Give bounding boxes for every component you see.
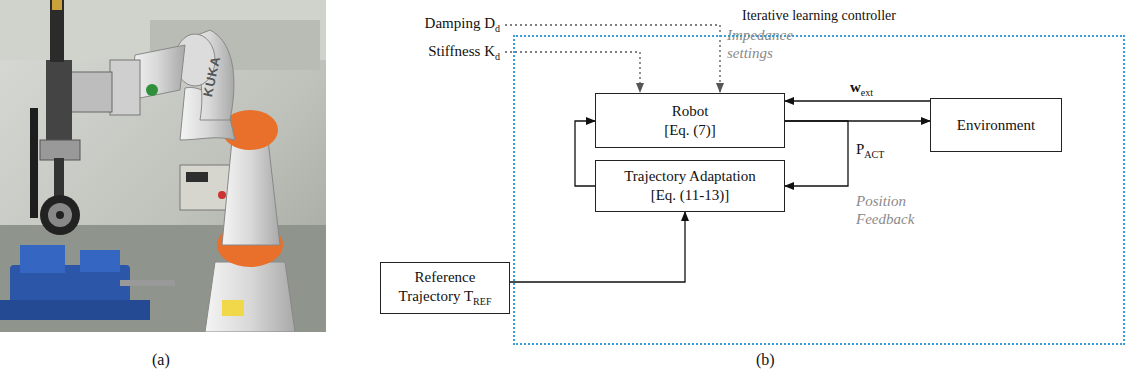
subscript: d <box>495 23 500 34</box>
box-text: [Eq. (11-13)] <box>651 186 730 205</box>
box-text: Trajectory Adaptation <box>624 167 756 186</box>
subscript: ext <box>861 87 873 98</box>
box-text: Robot <box>672 102 709 121</box>
subscript: d <box>495 51 500 62</box>
arrow-connector <box>785 121 848 186</box>
arrow-connector <box>575 121 595 186</box>
parameter-label: Damping D <box>425 15 495 31</box>
environment-box: Environment <box>930 98 1062 152</box>
robot-photo <box>0 0 326 332</box>
parameter-label: Stiffness K <box>428 43 495 59</box>
label-group: (a) <box>152 350 170 369</box>
label-group: Impedance settings <box>727 26 809 62</box>
label-group: (b) <box>756 350 775 369</box>
annotation-text: Position Feedback <box>856 193 914 227</box>
label-group: wext <box>850 78 873 99</box>
label-group: Stiffness Kd <box>428 42 500 63</box>
label-group: PACT <box>856 140 884 161</box>
arrow-connector <box>510 212 685 282</box>
input-box: Reference Trajectory TREF <box>380 262 510 314</box>
box-text: Environment <box>957 116 1035 135</box>
panel-label: (a) <box>152 351 170 368</box>
subscript: REF <box>473 296 491 307</box>
label-group: Position Feedback <box>856 192 938 228</box>
region-title: Iterative learning controller <box>515 8 1123 24</box>
box-text: Reference Trajectory T <box>399 269 476 304</box>
label-group: Damping Dd <box>425 14 500 35</box>
signal-label: w <box>850 79 861 95</box>
subscript: ACT <box>864 149 884 160</box>
panel-label: (b) <box>756 351 775 368</box>
annotation-text: Impedance settings <box>727 27 793 61</box>
process-box: Robot[Eq. (7)] <box>595 93 785 148</box>
controller-region: Iterative learning controllerRobot[Eq. (… <box>513 35 1125 345</box>
box-text: Reference Trajectory TREF <box>388 268 502 308</box>
process-box: Trajectory Adaptation[Eq. (11-13)] <box>595 160 785 212</box>
box-text: [Eq. (7)] <box>664 121 716 140</box>
arrow-connector <box>785 100 930 101</box>
stiffness-leader <box>505 52 640 92</box>
signal-label: P <box>856 141 864 157</box>
